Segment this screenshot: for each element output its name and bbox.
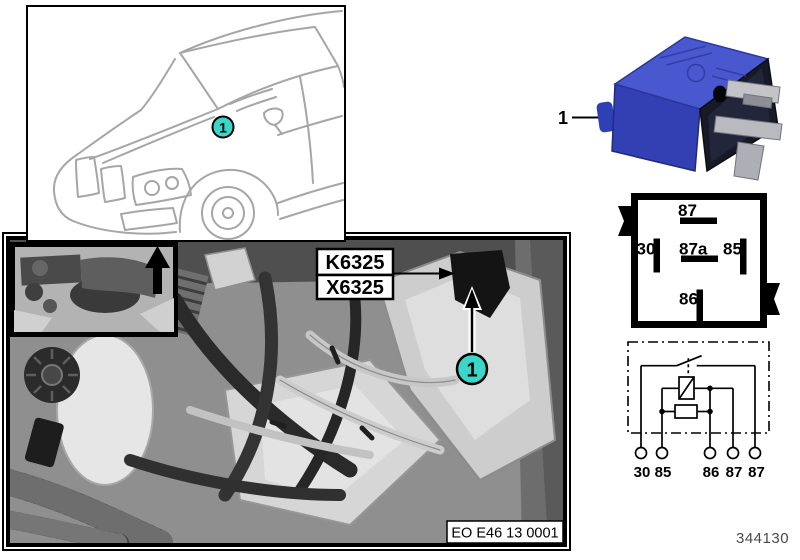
engine-bay-photo-panel: K6325 X6325 [2, 232, 571, 551]
component-label-box [315, 247, 395, 277]
callout-1-photo[interactable]: 1 [455, 286, 489, 386]
pin-blade-87 [680, 217, 717, 224]
engine-bay-overview-inset [10, 242, 178, 337]
terminal-label-30: 30 [634, 464, 651, 481]
terminal-label-85: 85 [655, 464, 672, 481]
pin-blade-85 [740, 238, 747, 275]
callout-number: 1 [466, 360, 477, 382]
callout-circle[interactable] [455, 352, 489, 386]
relay-in-photo [450, 250, 510, 318]
relay-resistor [674, 404, 698, 419]
mount-tab-left [618, 206, 633, 236]
terminal-label-87: 87 [726, 464, 743, 481]
engine-bay-photo-scene: K6325 X6325 [10, 240, 563, 543]
photo-reference-text: EO E46 13 0001 [451, 526, 558, 542]
relay-cube [596, 36, 783, 181]
relay-photo: 1 [558, 36, 783, 181]
vehicle-location-panel: 1 [26, 5, 346, 242]
relay-pin-diagram: 87 30 87a 85 86 [618, 193, 780, 328]
engine-bay-photo: K6325 X6325 [6, 236, 567, 547]
pin-blade-87a [681, 255, 718, 262]
up-arrow-icon [462, 286, 482, 352]
pin-label-30: 30 [637, 240, 656, 259]
pin-blade-30 [653, 238, 660, 273]
pin-label-87: 87 [678, 201, 697, 220]
right-arrow-icon [393, 267, 455, 280]
relay-circuit-schematic: 30 85 86 87 87 [627, 341, 770, 481]
terminal-label-87b: 87 [748, 464, 765, 481]
connector-label-x6325: X6325 [326, 277, 384, 299]
component-labels: K6325 X6325 [315, 247, 455, 301]
pin-label-87a: 87a [679, 240, 708, 259]
callout-1-car[interactable]: 1 [211, 115, 235, 139]
photo-reference: EO E46 13 0001 [446, 520, 563, 543]
callout-circle[interactable] [211, 115, 235, 139]
connector-label-box [315, 273, 395, 301]
pin-blade-86 [696, 289, 703, 323]
car-outline-drawing: 1 [52, 10, 344, 240]
pin-label-86: 86 [679, 290, 698, 309]
terminal-label-86: 86 [703, 464, 720, 481]
drawing-number: 344130 [736, 530, 790, 547]
pin-label-85: 85 [723, 240, 742, 259]
mount-tab-right [765, 283, 780, 315]
switch-blade [676, 354, 703, 367]
schematic-border [627, 341, 770, 434]
component-label-k6325: K6325 [326, 252, 385, 274]
relay-item-number[interactable]: 1 [558, 108, 568, 128]
up-arrow-icon [145, 246, 170, 294]
callout-number: 1 [219, 120, 227, 136]
